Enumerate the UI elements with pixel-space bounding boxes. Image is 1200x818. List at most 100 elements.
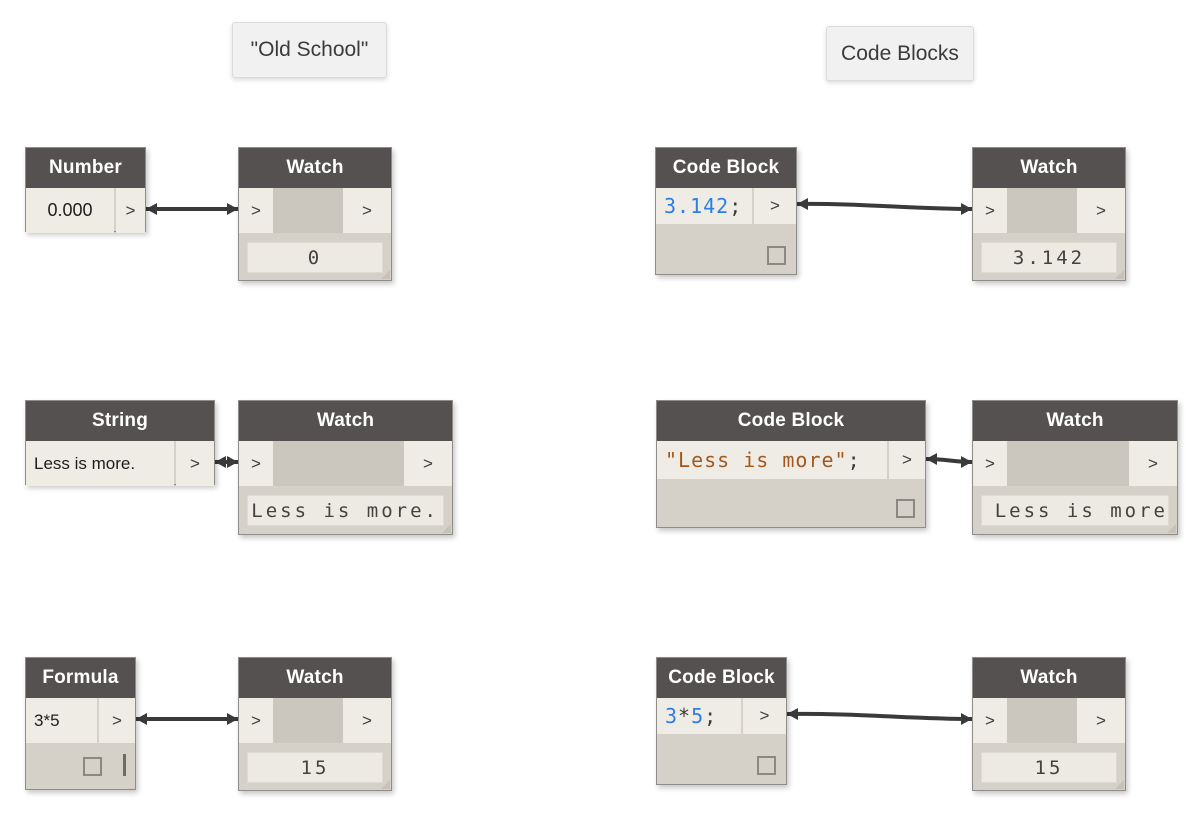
port-chevron-icon: > [125, 200, 136, 220]
input-port[interactable]: > [973, 188, 1007, 233]
port-chevron-icon: > [985, 710, 995, 730]
node-title: Watch [286, 667, 344, 688]
node-watch-string[interactable]: Watch > > Less is more. [238, 400, 453, 535]
output-port[interactable]: > [1077, 188, 1125, 233]
node-title: Formula [42, 667, 119, 688]
node-watch-header[interactable]: Watch [973, 401, 1177, 441]
output-port[interactable]: > [1077, 698, 1125, 743]
output-port[interactable]: > [754, 188, 796, 224]
watch-value: 15 [247, 752, 383, 783]
node-watch-formula[interactable]: Watch > > 15 [238, 657, 392, 791]
resize-handle-icon[interactable] [1167, 524, 1176, 533]
output-port[interactable]: > [1129, 441, 1177, 486]
node-title: Code Block [668, 667, 775, 688]
input-port[interactable]: > [239, 698, 273, 743]
preview-checkbox[interactable] [896, 499, 915, 518]
output-port[interactable]: > [99, 698, 135, 743]
resize-handle-icon[interactable] [381, 270, 390, 279]
node-string[interactable]: String Less is more. > [25, 400, 215, 486]
port-chevron-icon: > [362, 200, 372, 220]
preview-checkbox[interactable] [767, 246, 786, 265]
wire-codeblock-string-to-watch[interactable] [925, 453, 973, 468]
port-chevron-icon: > [759, 706, 770, 725]
node-string-header[interactable]: String [26, 401, 214, 441]
node-number-header[interactable]: Number [26, 148, 145, 188]
node-watch-pi[interactable]: Watch > > 3.142 [972, 147, 1126, 281]
node-watch-number[interactable]: Watch > > 0 [238, 147, 392, 281]
preview-checkbox[interactable] [757, 756, 776, 775]
watch-value: Less is more. [247, 495, 444, 526]
node-watch-header[interactable]: Watch [239, 658, 391, 698]
note-old-school[interactable]: "Old School" [232, 22, 387, 78]
port-chevron-icon: > [190, 453, 200, 473]
node-number[interactable]: Number 0.000 > [25, 147, 146, 233]
input-port[interactable]: > [973, 441, 1007, 486]
port-chevron-icon: > [423, 453, 433, 473]
node-watch-header[interactable]: Watch [239, 401, 452, 441]
number-input[interactable]: 0.000 [26, 188, 114, 233]
input-port[interactable]: > [239, 188, 273, 233]
wire-number-to-watch[interactable] [146, 203, 238, 215]
output-port[interactable]: > [116, 188, 145, 233]
code-input[interactable]: "Less is more"; [657, 441, 887, 479]
watch-value: 15 [981, 752, 1117, 783]
node-title: String [91, 410, 149, 431]
node-code-block-header[interactable]: Code Block [656, 148, 796, 188]
watch-value: 3.142 [981, 242, 1117, 273]
node-title: Watch [1046, 410, 1104, 431]
node-title: Watch [286, 157, 344, 178]
output-port[interactable]: > [176, 441, 214, 486]
port-chevron-icon: > [1096, 710, 1106, 730]
node-watch-header[interactable]: Watch [973, 148, 1125, 188]
port-chevron-icon: > [251, 453, 261, 473]
node-code-block-string[interactable]: Code Block "Less is more"; > [656, 400, 926, 528]
wire-codeblock-pi-to-watch[interactable] [796, 198, 973, 215]
note-code-blocks[interactable]: Code Blocks [826, 26, 974, 81]
text-cursor-icon [123, 754, 126, 776]
node-title: Number [49, 157, 122, 178]
output-port[interactable]: > [343, 698, 391, 743]
port-chevron-icon: > [985, 453, 995, 473]
code-input[interactable]: 3*5; [657, 698, 741, 734]
wire-codeblock-math-to-watch[interactable] [786, 708, 973, 725]
resize-handle-icon[interactable] [381, 780, 390, 789]
node-watch-code-math[interactable]: Watch > > 15 [972, 657, 1126, 791]
output-port[interactable]: > [343, 188, 391, 233]
node-code-block-pi[interactable]: Code Block 3.142; > [655, 147, 797, 275]
node-title: Watch [1020, 667, 1078, 688]
node-formula-header[interactable]: Formula [26, 658, 135, 698]
port-chevron-icon: > [770, 196, 780, 215]
input-port[interactable]: > [973, 698, 1007, 743]
code-input[interactable]: 3.142; [656, 188, 752, 224]
resize-handle-icon[interactable] [442, 524, 451, 533]
port-chevron-icon: > [251, 200, 261, 220]
output-port[interactable]: > [404, 441, 452, 486]
node-formula[interactable]: Formula 3*5 > [25, 657, 136, 790]
wire-formula-to-watch[interactable] [136, 713, 238, 725]
port-chevron-icon: > [251, 710, 261, 730]
port-chevron-icon: > [112, 710, 122, 730]
watch-value: 0 [247, 242, 383, 273]
watch-value: Less is more [981, 495, 1169, 526]
node-code-block-header[interactable]: Code Block [657, 401, 925, 441]
port-chevron-icon: > [1148, 453, 1158, 473]
input-port[interactable]: > [239, 441, 273, 486]
note-old-school-label: "Old School" [250, 38, 369, 61]
node-code-block-math[interactable]: Code Block 3*5; > [656, 657, 787, 785]
string-input[interactable]: Less is more. [26, 441, 174, 486]
output-port[interactable]: > [889, 441, 925, 479]
wire-string-to-watch[interactable] [215, 456, 238, 468]
resize-handle-icon[interactable] [1115, 780, 1124, 789]
formula-input[interactable]: 3*5 [26, 698, 97, 743]
port-chevron-icon: > [362, 710, 372, 730]
node-watch-header[interactable]: Watch [973, 658, 1125, 698]
node-watch-code-string[interactable]: Watch > > Less is more [972, 400, 1178, 535]
output-port[interactable]: > [743, 698, 786, 734]
node-code-block-header[interactable]: Code Block [657, 658, 786, 698]
resize-handle-icon[interactable] [1115, 270, 1124, 279]
node-watch-header[interactable]: Watch [239, 148, 391, 188]
preview-checkbox[interactable] [83, 757, 102, 776]
port-chevron-icon: > [985, 200, 995, 220]
